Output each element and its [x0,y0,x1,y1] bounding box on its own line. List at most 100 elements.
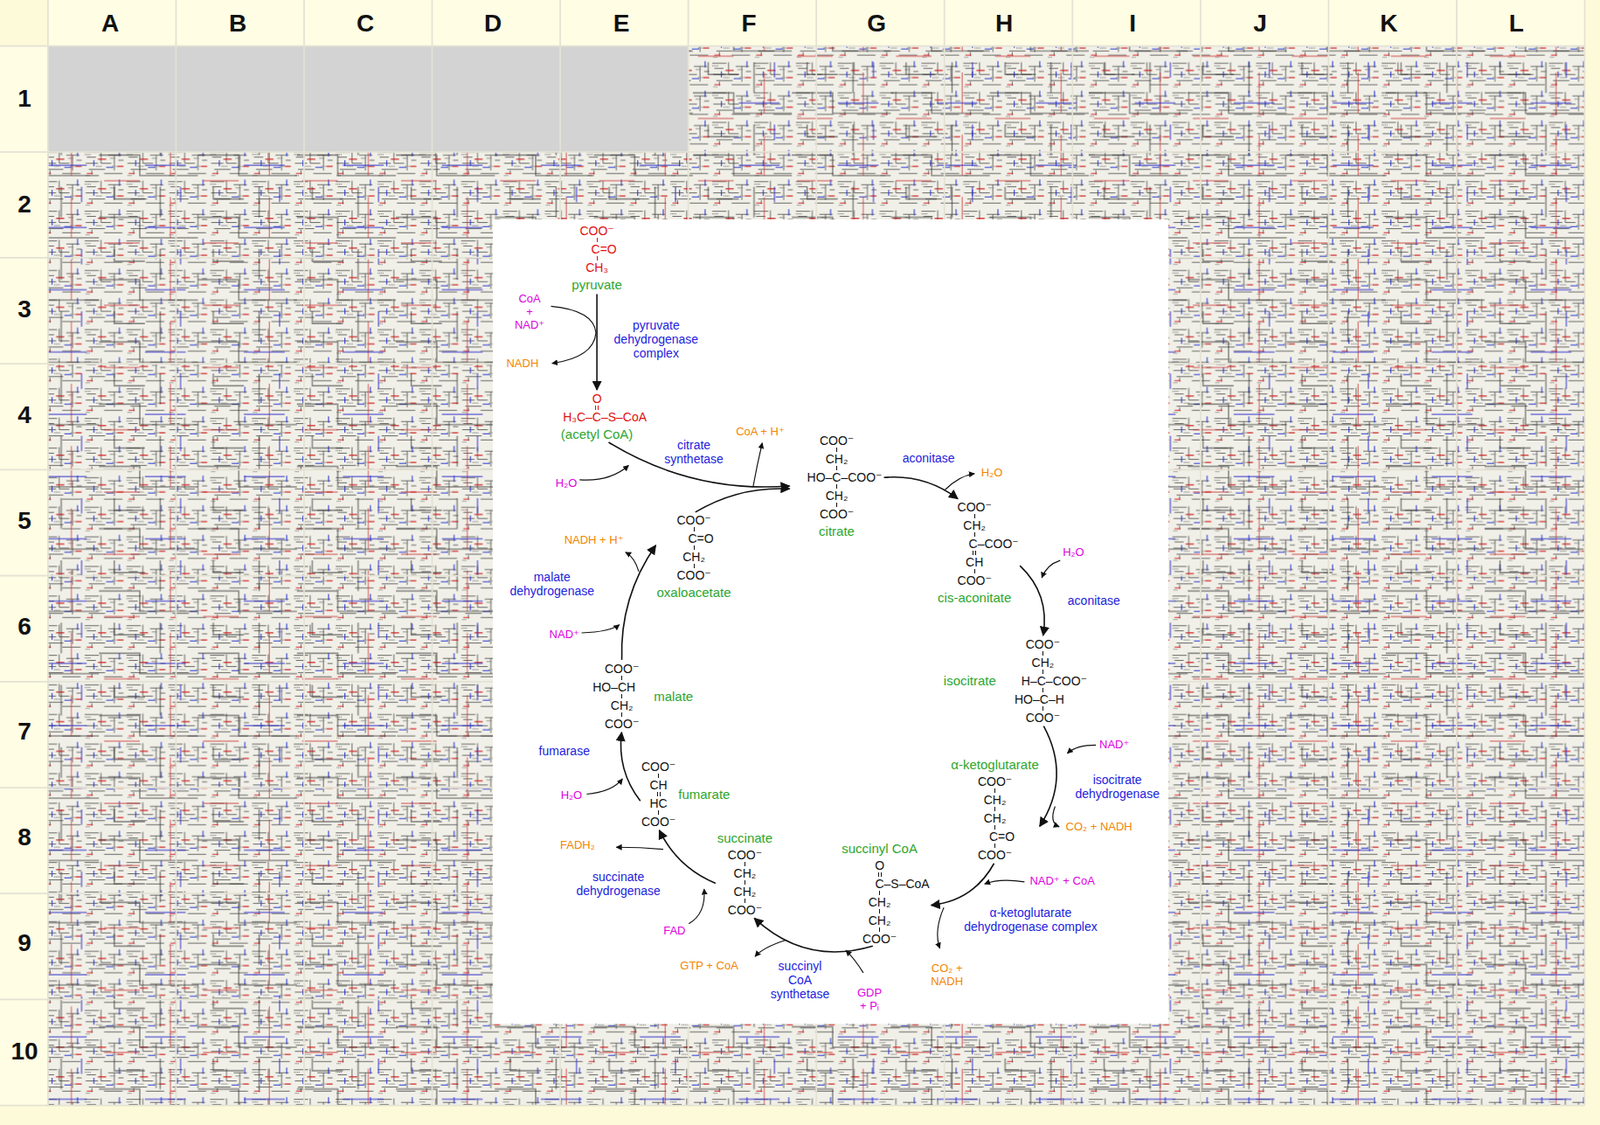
formula-line: COO⁻ [957,499,992,514]
cofactor-label: NADH + H⁺ [564,533,624,547]
formula-line: COO⁻ [957,573,992,588]
bond-line [836,502,838,507]
bond-line [693,563,695,568]
enzyme-label: aconitase [900,450,957,465]
bond-line [596,237,598,243]
formula-line: COO⁻ [604,661,639,676]
row-number: 7 [17,718,32,745]
row-number: 4 [17,401,32,429]
enzyme-label: citrate synthetase [662,437,726,466]
enzyme-label: isocitrate dehydrogenase [1073,772,1162,801]
structure-formula: COO⁻CH₂HO–C–COO⁻CH₂COO⁻ [791,433,883,521]
column-letter: L [1509,10,1524,37]
cofactor-label: NAD⁺ [1099,737,1130,751]
formula-line: HO–C–H [1014,692,1065,707]
column-letter: C [356,10,375,37]
cofactor-label: H₂O [561,788,583,802]
reaction-arrow [658,830,715,884]
formula-line: O [592,391,603,406]
formula-line: CH₂ [682,549,706,564]
formula-line: COO⁻ [1025,710,1060,725]
formula-line: CH₂ [610,698,634,713]
cycle-panel [492,219,1169,1024]
cofactor-label: FADH₂ [560,838,596,852]
formula-line: C=O [989,829,1015,844]
formula-line: COO⁻ [727,847,762,862]
reaction-arrow [695,488,790,513]
reaction-arrow [621,545,656,660]
formula-line: C–COO⁻ [969,536,1019,551]
bond-line [693,526,695,532]
formula-line: CH₂ [734,865,757,880]
structure-formula: COO⁻HO–CHCH₂COO⁻ [592,661,652,731]
formula-line: CH₂ [825,451,849,466]
formula-line: COO⁻ [862,931,897,946]
column-letter: B [228,10,247,37]
cofactor-label: FAD [663,923,686,937]
column-letter: F [741,10,757,37]
bond-line [658,810,659,815]
formula-line: H₃C–C–S–CoA [562,409,647,424]
formula-line: CH [965,554,984,569]
compound-name: succinate [717,830,773,846]
formula-line: HO–CH [592,679,636,694]
cofactor-label: CoA + NAD⁺ [514,291,545,332]
compound-node: COO⁻CH₂C–COO⁻CHCOO⁻cis-aconitate [930,499,1019,605]
bond-line [621,712,623,717]
bond-line [972,550,977,555]
cofactor-label: CO₂ + NADH [930,961,963,988]
formula-line: COO⁻ [676,512,711,527]
row-number: 10 [10,1038,38,1065]
reaction-arrow [754,917,873,952]
compound-name: isocitrate [943,672,997,688]
bond-line [974,532,976,537]
cofactor-arrows [551,305,1097,973]
compound-name: citrate [818,523,855,539]
formula-line: COO⁻ [819,506,854,521]
compound-name: cis-aconitate [937,589,1012,605]
column-letter: E [613,10,631,37]
bond-line [994,806,996,811]
enzyme-label: succinyl CoA synthetase [768,958,832,1001]
compound-node: OH₃C–C–S–CoA(acetyl CoA) [547,391,647,442]
enzyme-label: malate dehydrogenase [507,569,596,598]
column-letter: D [484,10,502,37]
cofactor-label: NAD⁺ [549,627,580,641]
bond-line [836,447,838,452]
formula-line: COO⁻ [676,567,711,582]
cofactor-label: NAD⁺ + CoA [1029,873,1095,887]
cofactor-label: NADH [505,356,539,370]
grid-lines [0,0,1585,1106]
reaction-arrow [620,732,640,801]
bond-line [1042,651,1044,656]
formula-line: CH₂ [1032,655,1055,670]
enzyme-label: pyruvate dehydrogenase complex [612,318,701,361]
blank-cells [48,46,689,153]
formula-line: CH₂ [983,810,1007,825]
bond-line [1042,687,1044,693]
column-letter: A [101,10,119,37]
row-number: 1 [17,85,32,112]
compound-name: α-ketoglutarate [950,756,1039,772]
bond-line [878,872,882,877]
formula-line: C–S–CoA [874,876,929,891]
bond-line [994,843,996,848]
column-letter: J [1253,10,1268,37]
bond-line [994,824,996,830]
reaction-arrow [1019,565,1045,636]
formula-line: HO–C–COO⁻ [807,470,883,485]
row-number: 6 [17,613,32,640]
column-letter: H [995,10,1013,37]
formula-line: CH₂ [868,913,892,928]
formula-line: COO⁻ [819,433,854,448]
structure-formula: COO⁻C=OCH₂COO⁻ [673,512,714,582]
formula-line: O [874,858,885,873]
structure-formula: COO⁻CHHCCOO⁻ [641,759,676,829]
reaction-arrow [884,477,959,499]
bond-line [1042,669,1044,674]
bond-line [836,484,838,489]
cofactor-label: H₂O [981,465,1004,479]
formula-line: CH [649,777,667,792]
reaction-arrow [931,863,995,906]
compound-node: COO⁻C=OCH₂COO⁻oxaloacetate [657,512,732,600]
